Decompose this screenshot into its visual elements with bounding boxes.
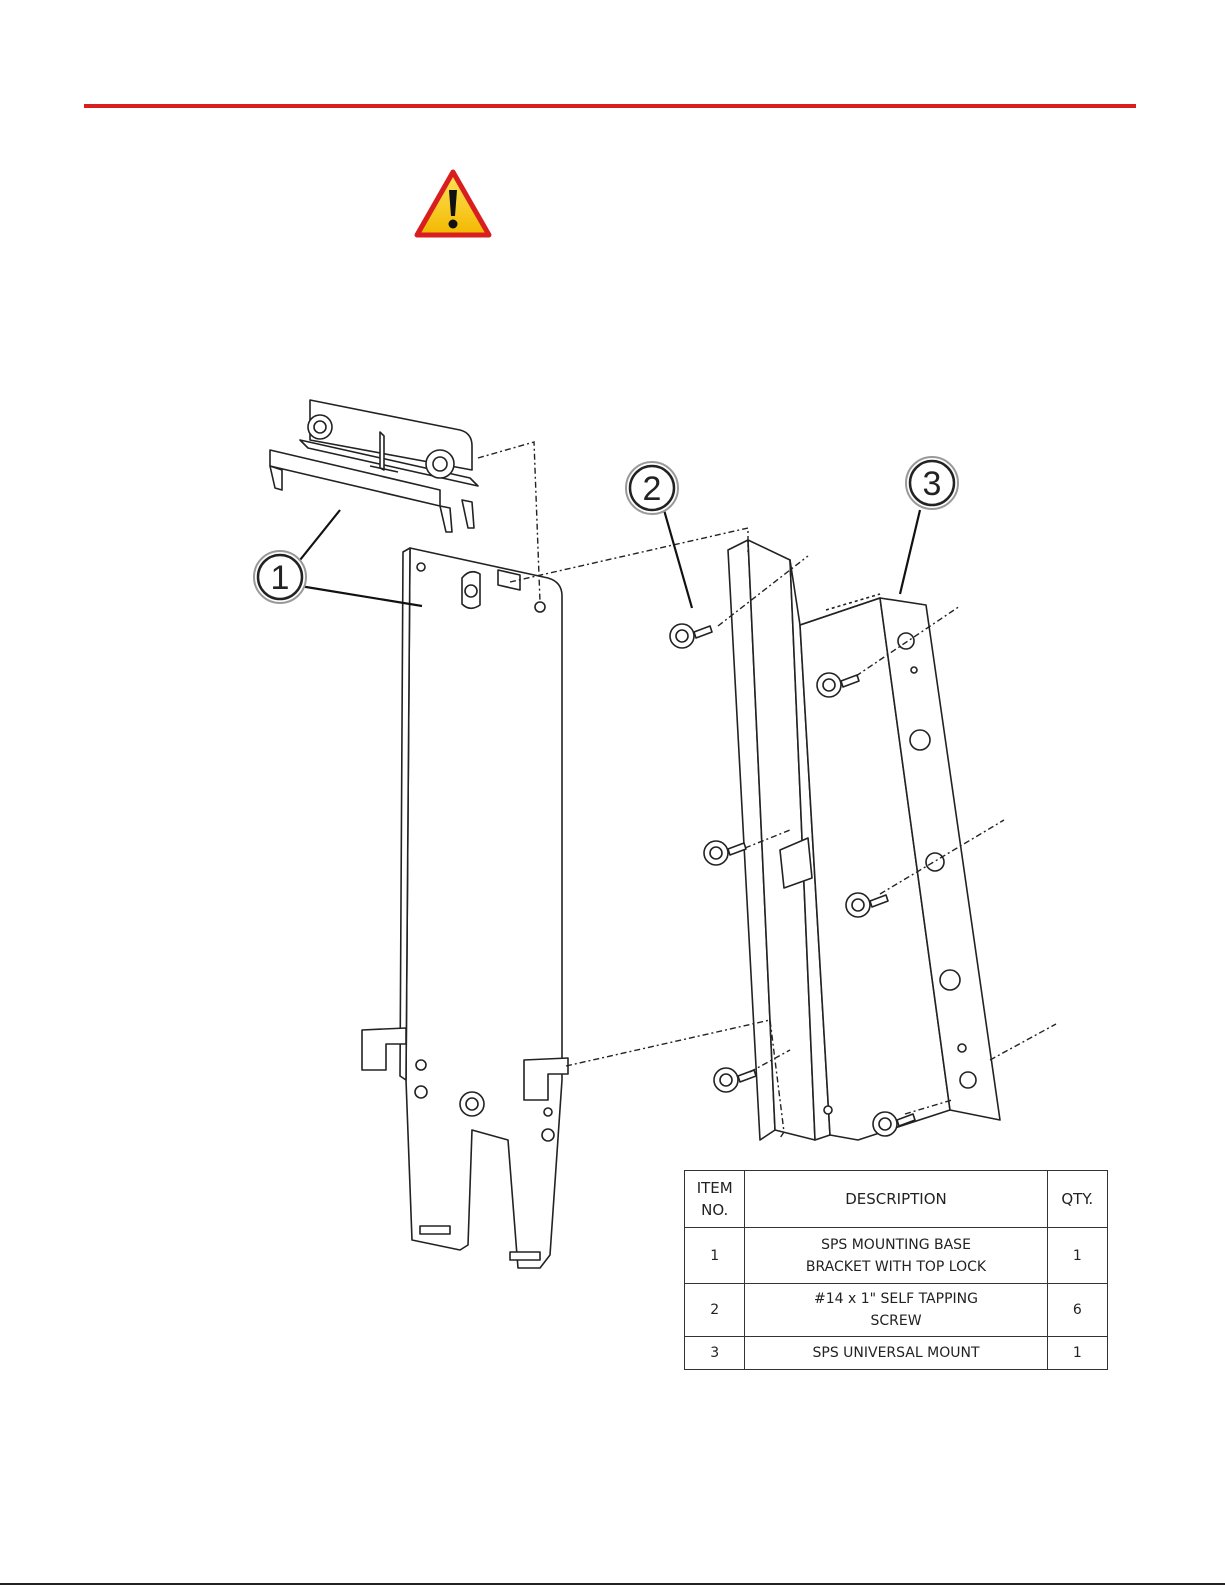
item-no-header: ITEM NO. [685,1171,745,1228]
top-lock-bracket [270,400,478,532]
table-row: 2 #14 x 1" SELF TAPPING SCREW 6 [685,1284,1108,1337]
table-row: 3 SPS UNIVERSAL MOUNT 1 [685,1337,1108,1370]
mounting-base-plate [362,548,568,1268]
description-header: DESCRIPTION [745,1171,1047,1228]
callout-1: 1 [254,551,306,603]
item-no-cell: 3 [685,1337,745,1370]
callout-1-label: 1 [271,559,290,597]
description-cell: SPS UNIVERSAL MOUNT [745,1337,1047,1370]
callout-3-label: 3 [923,465,942,503]
qty-cell: 6 [1047,1284,1107,1337]
item-no-cell: 1 [685,1228,745,1284]
description-cell: #14 x 1" SELF TAPPING SCREW [745,1284,1047,1337]
callout-2-label: 2 [643,470,662,508]
description-cell: SPS MOUNTING BASE BRACKET WITH TOP LOCK [745,1228,1047,1284]
callout-3: 3 [906,457,958,509]
qty-header: QTY. [1047,1171,1107,1228]
table-row: 1 SPS MOUNTING BASE BRACKET WITH TOP LOC… [685,1228,1108,1284]
item-no-cell: 2 [685,1284,745,1337]
bill-of-materials-table: ITEM NO. DESCRIPTION QTY. 1 SPS MOUNTING… [684,1170,1108,1370]
qty-cell: 1 [1047,1228,1107,1284]
universal-mount [728,540,1000,1140]
callout-2: 2 [626,462,678,514]
qty-cell: 1 [1047,1337,1107,1370]
table-header-row: ITEM NO. DESCRIPTION QTY. [685,1171,1108,1228]
